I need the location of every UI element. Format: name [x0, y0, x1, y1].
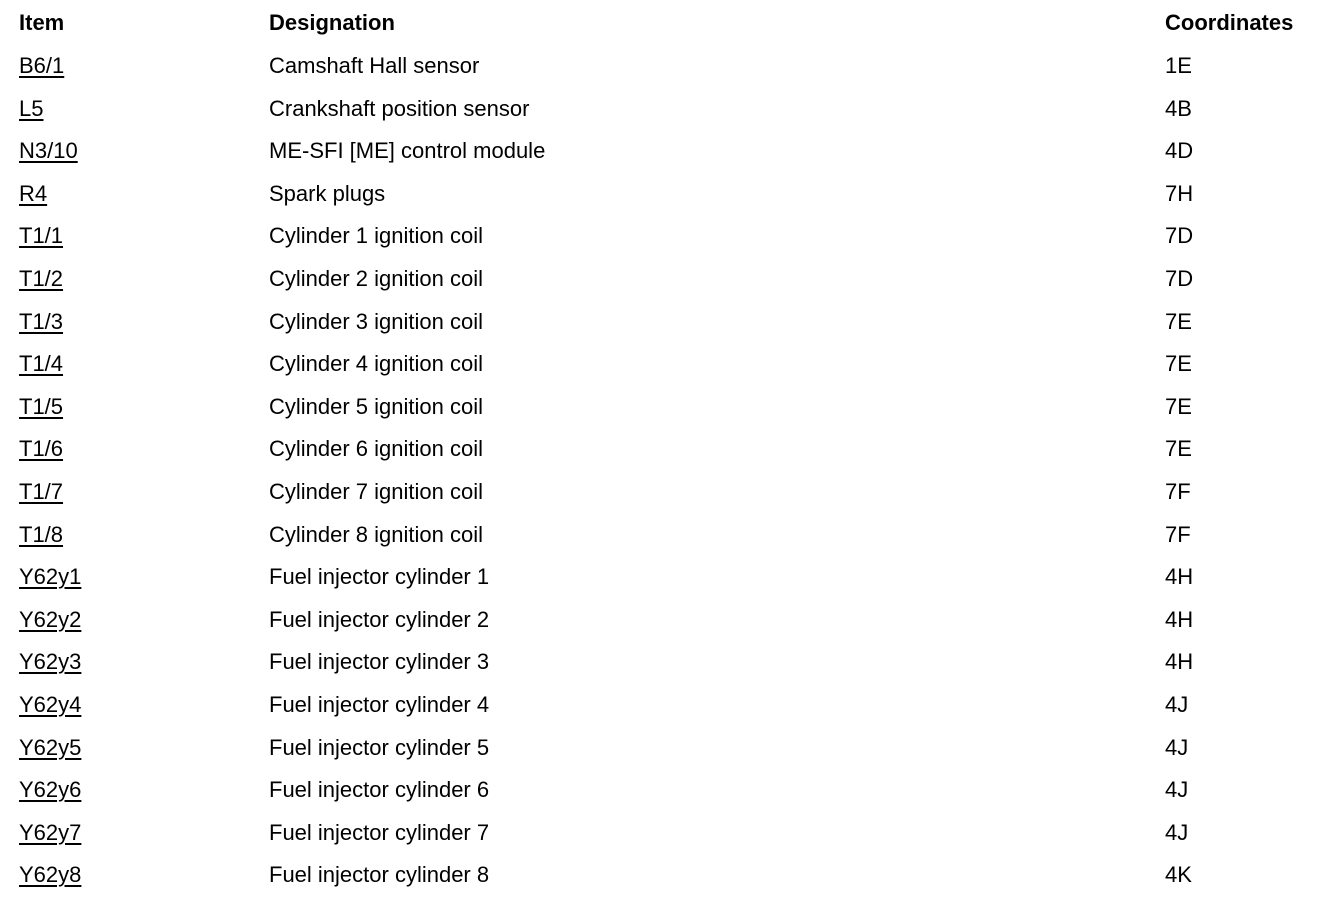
coordinates-text: 4H: [1165, 564, 1194, 590]
designation-text: Fuel injector cylinder 2: [269, 606, 490, 632]
designation-text: Fuel injector cylinder 3: [269, 649, 490, 675]
table-row: Y62y3 Fuel injector cylinder 3 4H: [0, 639, 1344, 682]
item-link[interactable]: T1/7: [19, 478, 64, 504]
coordinates-text: 4H: [1165, 649, 1194, 675]
designation-text: Cylinder 3 ignition coil: [269, 308, 483, 334]
designation-text: Fuel injector cylinder 1: [269, 564, 490, 590]
table-row: T1/4 Cylinder 4 ignition coil 7E: [0, 341, 1344, 384]
table-row: T1/6 Cylinder 6 ignition coil 7E: [0, 426, 1344, 469]
table-body: B6/1 Camshaft Hall sensor 1E L5 Crankshaft p…: [0, 43, 1344, 895]
item-link[interactable]: Y62y3: [19, 649, 82, 675]
coordinates-text: 7D: [1165, 265, 1194, 291]
designation-text: Cylinder 5 ignition coil: [269, 393, 483, 419]
coordinates-text: 4J: [1165, 777, 1189, 803]
coordinates-text: 4J: [1165, 734, 1189, 760]
table-row: T1/1 Cylinder 1 ignition coil 7D: [0, 213, 1344, 256]
coordinates-text: 1E: [1165, 53, 1192, 78]
table-row: B6/1 Camshaft Hall sensor 1E: [0, 43, 1344, 86]
coordinates-text: 7D: [1165, 223, 1194, 249]
designation-text: Crankshaft position sensor: [269, 95, 530, 121]
item-link[interactable]: Y62y5: [19, 734, 82, 760]
table-row: Y62y2 Fuel injector cylinder 2 4H: [0, 597, 1344, 640]
table-row: R4 Spark plugs 7H: [0, 171, 1344, 214]
designation-text: Fuel injector cylinder 8: [269, 862, 490, 888]
item-link[interactable]: T1/3: [19, 308, 64, 334]
coordinates-text: 4K: [1165, 862, 1192, 888]
designation-text: Cylinder 2 ignition coil: [269, 265, 483, 291]
item-link[interactable]: L5: [19, 95, 44, 121]
coordinates-text: 7E: [1165, 393, 1192, 419]
table-row: Y62y8 Fuel injector cylinder 8 4K: [0, 852, 1344, 895]
table-row: N3/10 ME-SFI [ME] control module 4D: [0, 128, 1344, 171]
coordinates-text: 7E: [1165, 308, 1192, 334]
table-row: L5 Crankshaft position sensor 4B: [0, 86, 1344, 129]
coordinates-text: 4J: [1165, 691, 1189, 717]
item-link[interactable]: T1/2: [19, 265, 64, 291]
designation-text: Cylinder 4 ignition coil: [269, 351, 483, 377]
coordinates-text: 7F: [1165, 521, 1191, 547]
table-row: T1/8 Cylinder 8 ignition coil 7F: [0, 512, 1344, 555]
designation-text: Cylinder 7 ignition coil: [269, 478, 483, 504]
header-item: Item: [19, 10, 65, 35]
item-link[interactable]: Y62y1: [19, 564, 82, 590]
item-link[interactable]: T1/8: [19, 521, 64, 547]
designation-text: Cylinder 1 ignition coil: [269, 223, 483, 249]
table-row: Y62y7 Fuel injector cylinder 7 4J: [0, 810, 1344, 853]
item-link[interactable]: B6/1: [19, 53, 65, 78]
header-designation: Designation: [269, 10, 395, 35]
header-coordinates: Coordinates: [1165, 10, 1294, 35]
item-link[interactable]: T1/1: [19, 223, 64, 249]
item-link[interactable]: T1/4: [19, 351, 64, 377]
designation-text: Spark plugs: [269, 180, 386, 206]
item-link[interactable]: Y62y7: [19, 819, 82, 845]
coordinates-text: 4J: [1165, 819, 1189, 845]
designation-text: Fuel injector cylinder 4: [269, 691, 490, 717]
designation-text: ME-SFI [ME] control module: [269, 138, 546, 164]
table-row: Y62y6 Fuel injector cylinder 6 4J: [0, 767, 1344, 810]
item-link[interactable]: T1/6: [19, 436, 64, 462]
table-row: Y62y1 Fuel injector cylinder 1 4H: [0, 554, 1344, 597]
designation-text: Fuel injector cylinder 6: [269, 777, 490, 803]
item-link[interactable]: T1/5: [19, 393, 64, 419]
designation-text: Fuel injector cylinder 7: [269, 819, 490, 845]
table-row: T1/2 Cylinder 2 ignition coil 7D: [0, 256, 1344, 299]
item-link[interactable]: Y62y6: [19, 777, 82, 803]
table-row: T1/7 Cylinder 7 ignition coil 7F: [0, 469, 1344, 512]
item-link[interactable]: Y62y8: [19, 862, 82, 888]
coordinates-text: 4H: [1165, 606, 1194, 632]
coordinates-text: 4B: [1165, 95, 1192, 121]
coordinates-text: 7F: [1165, 478, 1191, 504]
item-link[interactable]: N3/10: [19, 138, 78, 164]
table-row: Y62y5 Fuel injector cylinder 5 4J: [0, 725, 1344, 768]
designation-text: Cylinder 8 ignition coil: [269, 521, 483, 547]
table-row: T1/5 Cylinder 5 ignition coil 7E: [0, 384, 1344, 427]
designation-text: Camshaft Hall sensor: [269, 53, 480, 78]
item-link[interactable]: R4: [19, 180, 48, 206]
designation-text: Cylinder 6 ignition coil: [269, 436, 483, 462]
item-link[interactable]: Y62y2: [19, 606, 82, 632]
table-row: Y62y4 Fuel injector cylinder 4 4J: [0, 682, 1344, 725]
table-row: T1/3 Cylinder 3 ignition coil 7E: [0, 299, 1344, 342]
coordinates-text: 7E: [1165, 436, 1192, 462]
table-header-row: Item Designation Coordinates: [0, 0, 1344, 43]
coordinates-text: 7E: [1165, 351, 1192, 377]
coordinates-text: 7H: [1165, 180, 1194, 206]
designation-text: Fuel injector cylinder 5: [269, 734, 490, 760]
item-link[interactable]: Y62y4: [19, 691, 82, 717]
coordinates-text: 4D: [1165, 138, 1194, 164]
